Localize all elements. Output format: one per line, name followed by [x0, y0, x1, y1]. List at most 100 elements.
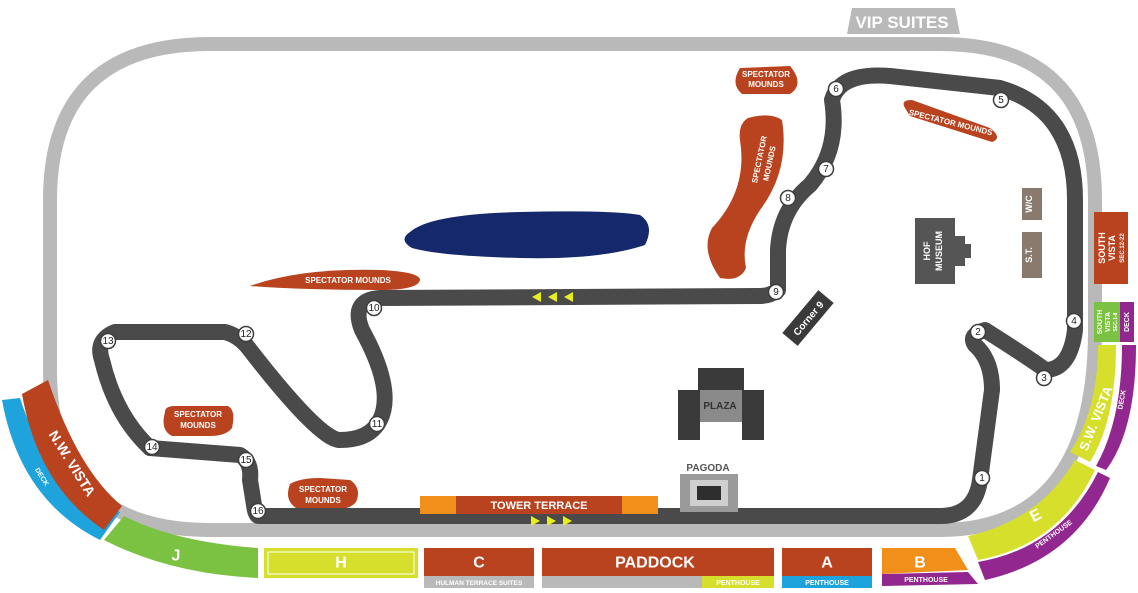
turn-number: 8: [785, 193, 791, 204]
svg-text:MOUNDS: MOUNDS: [180, 421, 216, 430]
spectator-mounds-bottom[interactable]: SPECTATOR MOUNDS: [288, 478, 358, 510]
turn-5-marker[interactable]: 5: [992, 91, 1010, 109]
turn-3-marker[interactable]: 3: [1035, 369, 1053, 387]
nw-vista[interactable]: N.W. VISTA DECK: [2, 380, 122, 540]
turn-11-marker[interactable]: 11: [368, 415, 386, 433]
turn-number: 1: [979, 473, 985, 484]
vip-suites-sign[interactable]: VIP SUITES: [847, 8, 960, 34]
turn-8-marker[interactable]: 8: [779, 189, 797, 207]
turn-number: 12: [240, 329, 252, 340]
turn-number: 13: [102, 336, 114, 347]
turn-circle: [365, 299, 383, 317]
turn-16-marker[interactable]: 16: [249, 502, 267, 520]
turn-12-marker[interactable]: 12: [237, 325, 255, 343]
section-h[interactable]: H: [264, 548, 418, 578]
turn-1-marker[interactable]: 1: [973, 469, 991, 487]
turn-9-marker[interactable]: 9: [767, 283, 785, 301]
svg-text:SPECTATOR: SPECTATOR: [299, 485, 347, 494]
section-j[interactable]: J: [104, 516, 258, 578]
hof-museum[interactable]: HOF MUSEUM: [915, 218, 971, 284]
svg-text:SOUTH: SOUTH: [1097, 232, 1107, 264]
svg-text:S.T.: S.T.: [1024, 247, 1034, 263]
south-vista-lower[interactable]: SOUTH VISTA SEC.1-8 DECK: [1094, 302, 1134, 342]
corner9-sign[interactable]: Corner 9: [782, 290, 834, 346]
turn-number: 9: [773, 287, 779, 298]
svg-text:SEC.1-8: SEC.1-8: [1113, 312, 1119, 331]
section-e[interactable]: E PENTHOUSE: [968, 460, 1110, 580]
sw-vista[interactable]: S.W. VISTA DECK: [1070, 345, 1136, 470]
svg-text:SPECTATOR: SPECTATOR: [742, 70, 790, 79]
section-c[interactable]: C HULMAN TERRACE SUITES: [424, 548, 534, 588]
turn-2-marker[interactable]: 2: [969, 323, 987, 341]
turn-circle: [969, 323, 987, 341]
turn-number: 2: [975, 327, 981, 338]
spectator-mounds-left[interactable]: SPECTATOR MOUNDS: [250, 269, 420, 290]
svg-text:MOUNDS: MOUNDS: [305, 496, 341, 505]
wc-building[interactable]: W/C: [1022, 188, 1042, 220]
svg-text:HOF: HOF: [922, 241, 932, 261]
lake: [404, 211, 649, 259]
svg-text:SPECTATOR MOUNDS: SPECTATOR MOUNDS: [305, 276, 391, 285]
turn-circle: [249, 502, 267, 520]
turn-circle: [827, 80, 845, 98]
svg-text:B: B: [914, 555, 926, 572]
turn-number: 3: [1041, 373, 1047, 384]
plaza[interactable]: PLAZA: [678, 368, 764, 440]
direction-arrows-top: [532, 292, 573, 302]
spectator-mounds-top[interactable]: SPECTATOR MOUNDS: [735, 66, 798, 94]
svg-text:SPECTATOR: SPECTATOR: [174, 410, 222, 419]
svg-text:VISTA: VISTA: [1105, 312, 1112, 332]
direction-arrows-bottom: [531, 516, 572, 526]
st-building[interactable]: S.T.: [1022, 232, 1042, 278]
svg-text:DECK: DECK: [1124, 312, 1131, 332]
svg-text:SEC.12-22: SEC.12-22: [1120, 233, 1126, 263]
turn-circle: [237, 451, 255, 469]
turn-number: 10: [368, 303, 380, 314]
turn-15-marker[interactable]: 15: [237, 451, 255, 469]
svg-text:VIP SUITES: VIP SUITES: [855, 13, 948, 32]
svg-text:PLAZA: PLAZA: [703, 401, 736, 412]
turn-number: 4: [1071, 316, 1077, 327]
tower-terrace[interactable]: TOWER TERRACE: [420, 496, 658, 514]
spectator-mounds-diagonal[interactable]: SPECTATOR MOUNDS: [707, 115, 784, 279]
road-course: [92, 67, 1083, 524]
svg-text:A: A: [821, 555, 833, 572]
svg-text:HULMAN TERRACE SUITES: HULMAN TERRACE SUITES: [436, 580, 523, 587]
turn-circle: [992, 91, 1010, 109]
turn-7-marker[interactable]: 7: [817, 160, 835, 178]
turn-6-marker[interactable]: 6: [827, 80, 845, 98]
pagoda[interactable]: PAGODA: [680, 463, 738, 512]
turn-number: 7: [823, 164, 829, 175]
svg-text:MOUNDS: MOUNDS: [748, 80, 784, 89]
turn-10-marker[interactable]: 10: [365, 299, 383, 317]
turn-circle: [99, 332, 117, 350]
turn-4-marker[interactable]: 4: [1065, 312, 1083, 330]
svg-text:SPECTATOR MOUNDS: SPECTATOR MOUNDS: [908, 108, 994, 138]
south-vista[interactable]: SOUTH VISTA SEC.12-22: [1094, 212, 1128, 284]
turn-number: 16: [252, 506, 264, 517]
turn-number: 11: [372, 419, 383, 430]
spectator-mounds-inner-left[interactable]: SPECTATOR MOUNDS: [163, 406, 234, 436]
svg-text:C: C: [473, 555, 485, 572]
svg-text:W/C: W/C: [1024, 195, 1034, 213]
turn-circle: [779, 189, 797, 207]
oval-track: [43, 37, 1102, 537]
svg-text:SOUTH: SOUTH: [1097, 310, 1104, 335]
turn-13-marker[interactable]: 13: [99, 332, 117, 350]
section-b[interactable]: B PENTHOUSE: [882, 548, 978, 586]
svg-text:J: J: [172, 548, 181, 565]
turn-number: 15: [240, 455, 252, 466]
turn-14-marker[interactable]: 14: [143, 438, 161, 456]
turn-circle: [1035, 369, 1053, 387]
svg-text:PAGODA: PAGODA: [686, 463, 729, 474]
section-a[interactable]: A PENTHOUSE: [782, 548, 872, 588]
turn-number: 5: [998, 95, 1004, 106]
svg-text:PENTHOUSE: PENTHOUSE: [716, 580, 760, 587]
turn-circle: [817, 160, 835, 178]
svg-text:VISTA: VISTA: [1107, 235, 1117, 261]
spectator-mounds-right[interactable]: SPECTATOR MOUNDS: [903, 100, 998, 142]
svg-text:PENTHOUSE: PENTHOUSE: [805, 580, 849, 587]
section-paddock[interactable]: PADDOCK PENTHOUSE: [542, 548, 774, 588]
